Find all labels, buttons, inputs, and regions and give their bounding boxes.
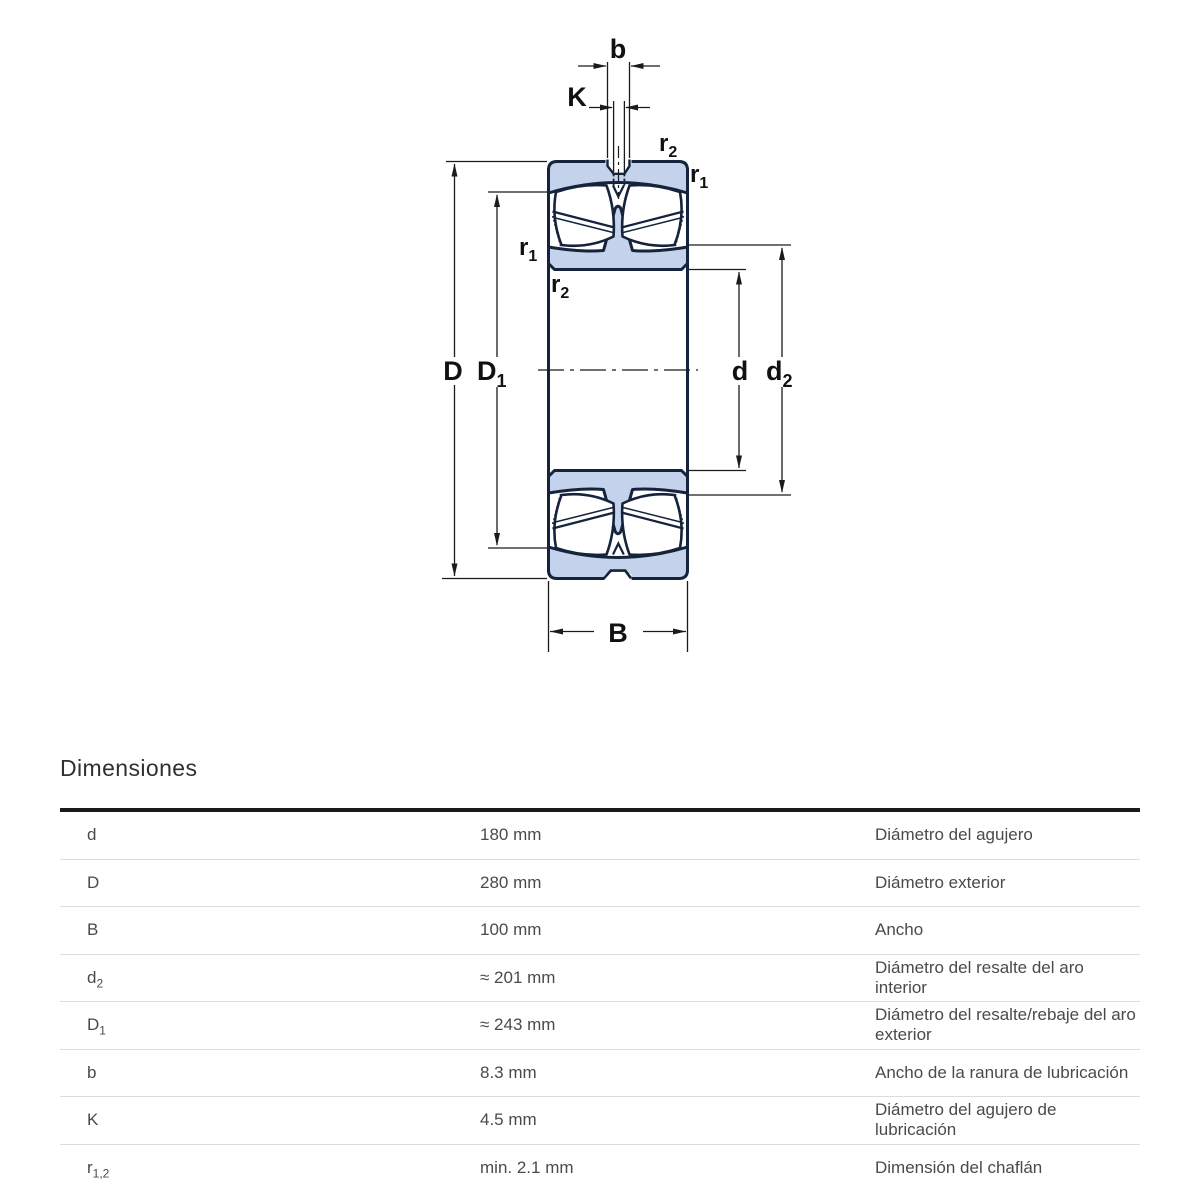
table-row: D 280 mm Diámetro exterior bbox=[60, 860, 1140, 907]
description-cell: Dimensión del chaflán bbox=[875, 1157, 1043, 1177]
symbol-cell: D bbox=[87, 872, 100, 892]
dimension-arrows bbox=[451, 63, 785, 635]
dimensions-table: d 180 mm Diámetro del agujero D 280 mm D… bbox=[60, 812, 1140, 1191]
description-cell: Diámetro del agujero de lubricación bbox=[875, 1100, 1057, 1140]
value-cell: 280 mm bbox=[480, 872, 542, 892]
table-row: D1 ≈ 243 mm Diámetro del resalte/rebaje … bbox=[60, 1002, 1140, 1050]
symbol-cell: d2 bbox=[87, 967, 104, 991]
symbol-cell: r1,2 bbox=[87, 1157, 110, 1181]
value-cell: 4.5 mm bbox=[480, 1110, 537, 1130]
dim-label-D: D bbox=[443, 356, 463, 386]
lubrication-groove-bottom bbox=[603, 569, 633, 582]
value-cell: 180 mm bbox=[480, 825, 542, 845]
description-cell: Ancho de la ranura de lubricación bbox=[875, 1062, 1129, 1082]
symbol-cell: b bbox=[87, 1062, 97, 1082]
value-cell: 100 mm bbox=[480, 920, 542, 940]
dim-label-r2-left: r2 bbox=[551, 271, 569, 302]
table-row: d2 ≈ 201 mm Diámetro del resalte del aro… bbox=[60, 955, 1140, 1002]
description-cell: Diámetro del resalte/rebaje del aro exte… bbox=[875, 1005, 1136, 1045]
table-row: K 4.5 mm Diámetro del agujero de lubrica… bbox=[60, 1097, 1140, 1145]
bearing-bottom-half bbox=[547, 469, 689, 580]
dim-label-d2: d2 bbox=[766, 356, 793, 391]
symbol-cell: B bbox=[87, 920, 99, 940]
dim-label-r1-left: r1 bbox=[519, 234, 537, 265]
table-row: d 180 mm Diámetro del agujero bbox=[60, 812, 1140, 860]
table-row: r1,2 min. 2.1 mm Dimensión del chaflán bbox=[60, 1145, 1140, 1192]
dim-label-B: B bbox=[608, 618, 628, 648]
label-backgrounds bbox=[440, 357, 802, 387]
value-cell: ≈ 243 mm bbox=[480, 1015, 556, 1035]
dim-label-r1-top: r1 bbox=[690, 161, 708, 192]
dim-label-r2-top: r2 bbox=[659, 130, 677, 161]
table-row: b 8.3 mm Ancho de la ranura de lubricaci… bbox=[60, 1050, 1140, 1097]
description-cell: Diámetro exterior bbox=[875, 872, 1006, 892]
table-header-rule bbox=[60, 808, 1140, 812]
description-cell: Ancho bbox=[875, 920, 924, 940]
dim-label-d: d bbox=[732, 356, 749, 386]
value-cell: min. 2.1 mm bbox=[480, 1157, 574, 1177]
symbol-cell: D1 bbox=[87, 1015, 106, 1038]
dim-label-D1: D1 bbox=[477, 356, 507, 391]
bearing-diagram: D D1 d d2 B b K r2 r1 r1 r2 bbox=[440, 34, 802, 652]
dimensions-section: Dimensiones d 180 mm Diámetro del agujer… bbox=[30, 740, 1170, 1191]
description-cell: Diámetro del agujero bbox=[875, 825, 1033, 845]
value-cell: ≈ 201 mm bbox=[480, 967, 556, 987]
symbol-cell: K bbox=[87, 1110, 99, 1130]
dim-label-K: K bbox=[567, 82, 587, 112]
dim-label-b: b bbox=[610, 34, 627, 64]
symbol-cell: d bbox=[87, 825, 97, 845]
section-title: Dimensiones bbox=[60, 755, 198, 781]
bearing-diagram-area: D D1 d d2 B b K r2 r1 r1 r2 bbox=[440, 34, 802, 652]
description-cell: Diámetro del resalte del aro interior bbox=[875, 957, 1084, 997]
table-row: B 100 mm Ancho bbox=[60, 907, 1140, 955]
value-cell: 8.3 mm bbox=[480, 1062, 537, 1082]
